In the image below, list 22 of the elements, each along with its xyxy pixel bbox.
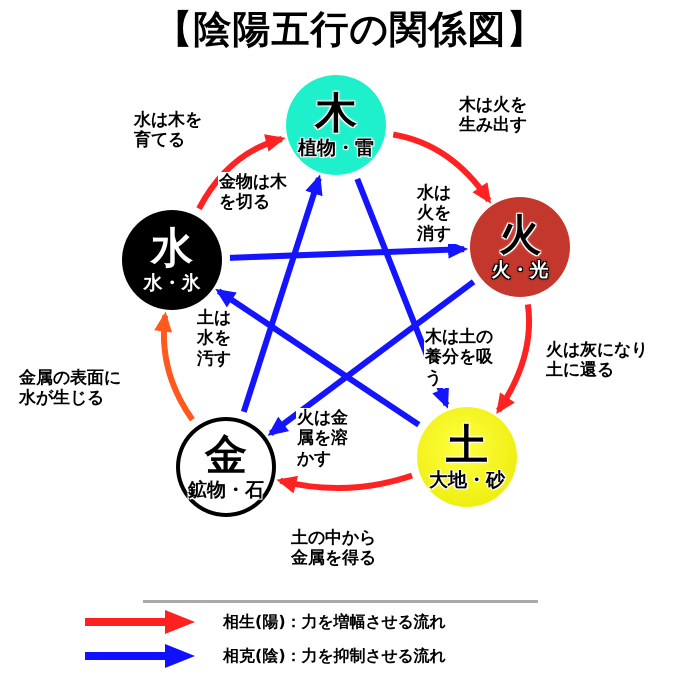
- arrow: [268, 279, 476, 436]
- element-character: 水: [151, 226, 193, 269]
- arrow: [154, 312, 195, 422]
- arrow: [392, 132, 492, 204]
- legend-text: 相生(陽)：力を増幅させる流れ: [223, 612, 446, 632]
- arrow: [215, 288, 420, 428]
- arrow: [276, 472, 413, 494]
- legend-text: 相克(陰)：力を抑制させる流れ: [223, 646, 446, 666]
- element-character: 金: [205, 434, 247, 476]
- element-character: 木: [315, 92, 357, 134]
- element-examples: 水・氷: [144, 272, 200, 294]
- arrow: [196, 134, 286, 210]
- element-examples: 植物・雷: [298, 138, 374, 158]
- element-examples: 大地・砂: [429, 470, 505, 490]
- title: 【陰陽五行の関係図】: [154, 6, 546, 53]
- arrow: [240, 174, 323, 413]
- element-examples: 火・光: [492, 260, 548, 280]
- element-examples: 鉱物・石: [188, 480, 264, 500]
- arrow: [496, 304, 532, 414]
- element-character: 土: [446, 424, 488, 466]
- edge-label: 水は火を消す: [416, 183, 456, 244]
- element-character: 火: [499, 214, 541, 256]
